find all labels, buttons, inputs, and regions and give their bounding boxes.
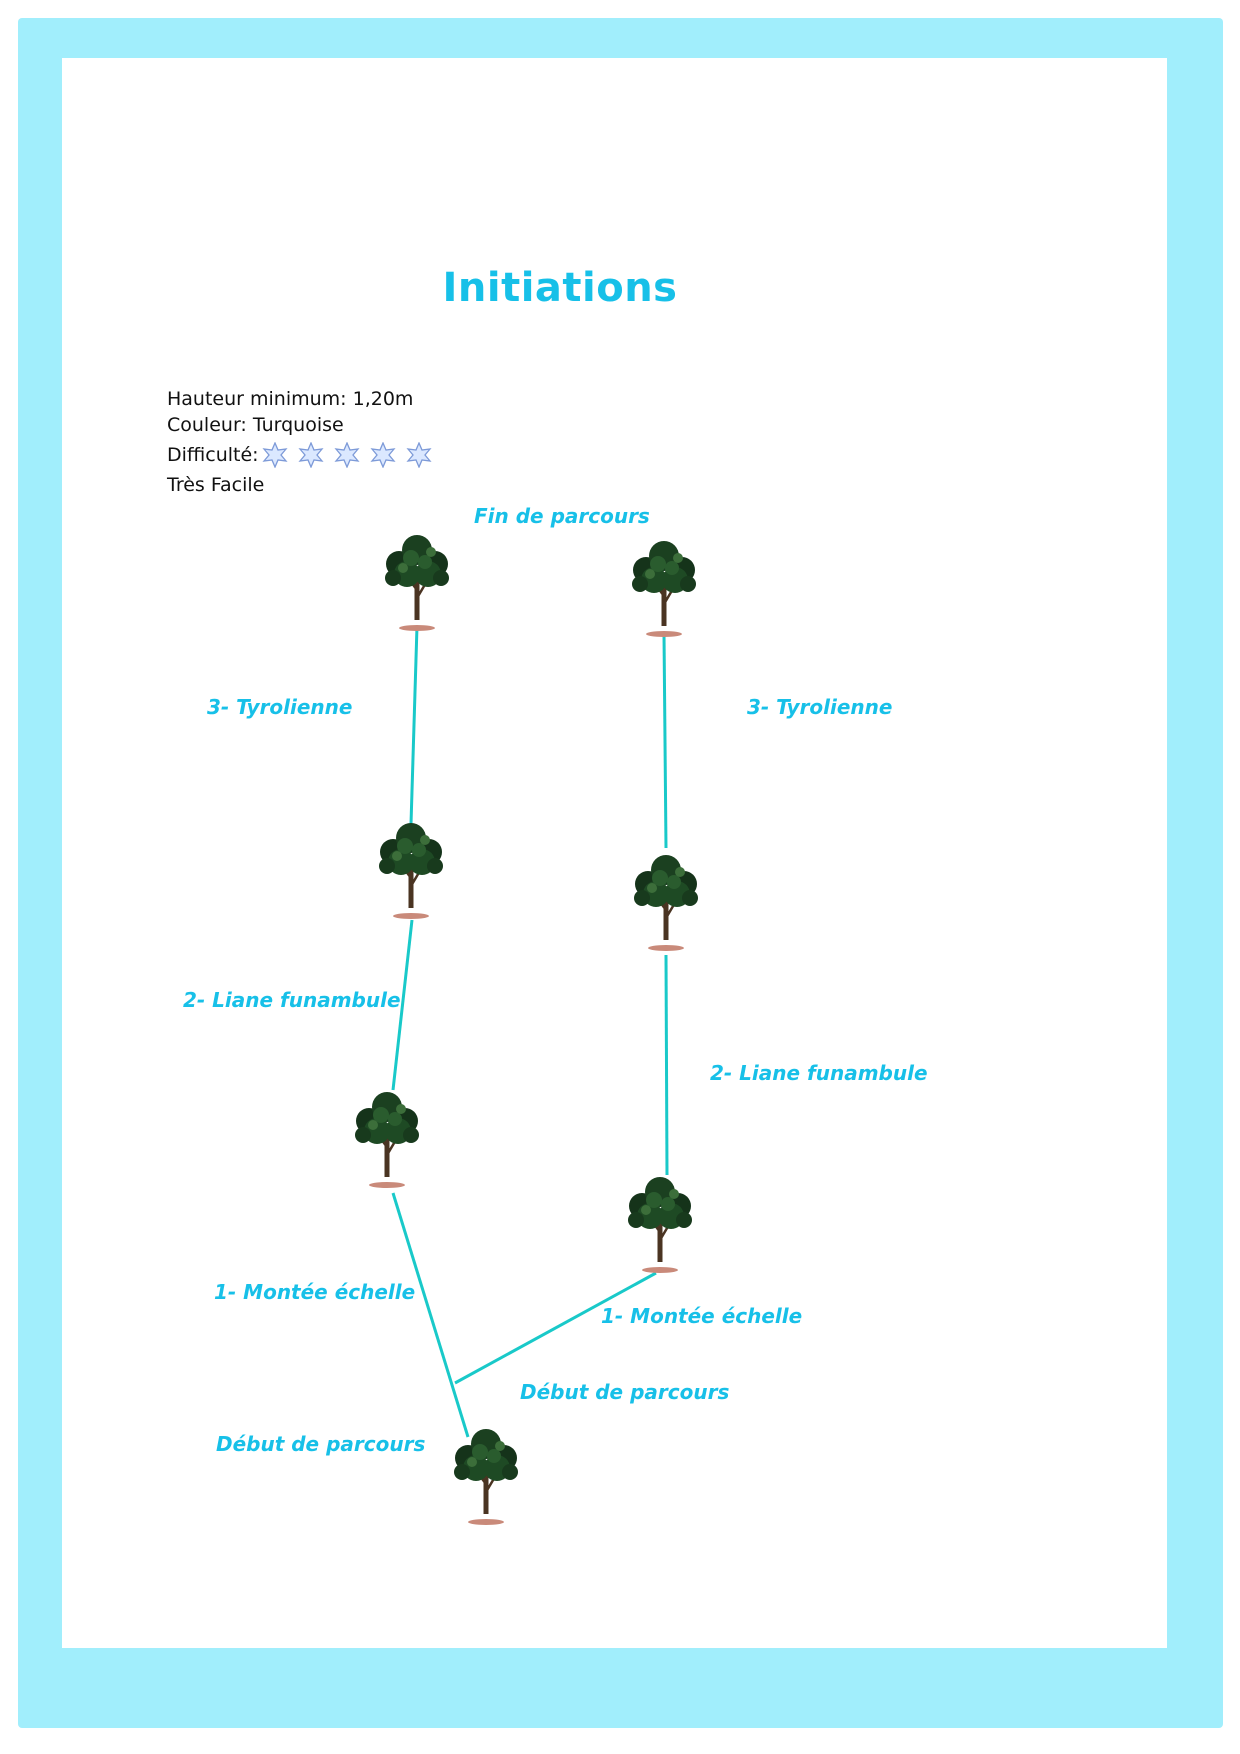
tree-icon [632, 853, 700, 953]
label-right-liane: 2- Liane funambule [710, 1061, 928, 1085]
star-icon [370, 442, 396, 468]
tree-icon [626, 1175, 694, 1275]
tree-icon [630, 539, 698, 639]
star-icon [298, 442, 324, 468]
star-icon [406, 442, 432, 468]
star-icon [262, 442, 288, 468]
cable-right-echelle [454, 1271, 657, 1385]
label-left-echelle: 1- Montée échelle [214, 1280, 416, 1304]
difficulty-label: Difficulté: [167, 444, 259, 466]
cable-left-echelle [391, 1192, 470, 1438]
label-right-tyrolienne: 3- Tyrolienne [747, 695, 893, 719]
cable-right-liane [664, 954, 669, 1176]
difficulty-text: Très Facile [167, 474, 265, 496]
color-text: Couleur: Turquoise [167, 414, 344, 436]
cable-right-tyrolienne [662, 633, 668, 849]
tree-icon [353, 1090, 421, 1190]
label-left-tyrolienne: 3- Tyrolienne [207, 695, 353, 719]
min-height-text: Hauteur minimum: 1,20m [167, 388, 414, 410]
tree-icon [383, 533, 451, 633]
difficulty-stars [262, 442, 432, 468]
page-title: Initiations [442, 265, 678, 311]
label-start-left: Début de parcours [216, 1432, 426, 1456]
label-left-liane: 2- Liane funambule [183, 988, 401, 1012]
cable-left-tyrolienne [409, 625, 419, 825]
tree-icon [452, 1427, 520, 1527]
label-end: Fin de parcours [474, 504, 650, 528]
tree-icon [377, 821, 445, 921]
label-right-echelle: 1- Montée échelle [601, 1304, 803, 1328]
star-icon [334, 442, 360, 468]
label-start-right: Début de parcours [520, 1380, 730, 1404]
cable-left-liane [391, 919, 414, 1091]
page-sheet [62, 58, 1167, 1648]
